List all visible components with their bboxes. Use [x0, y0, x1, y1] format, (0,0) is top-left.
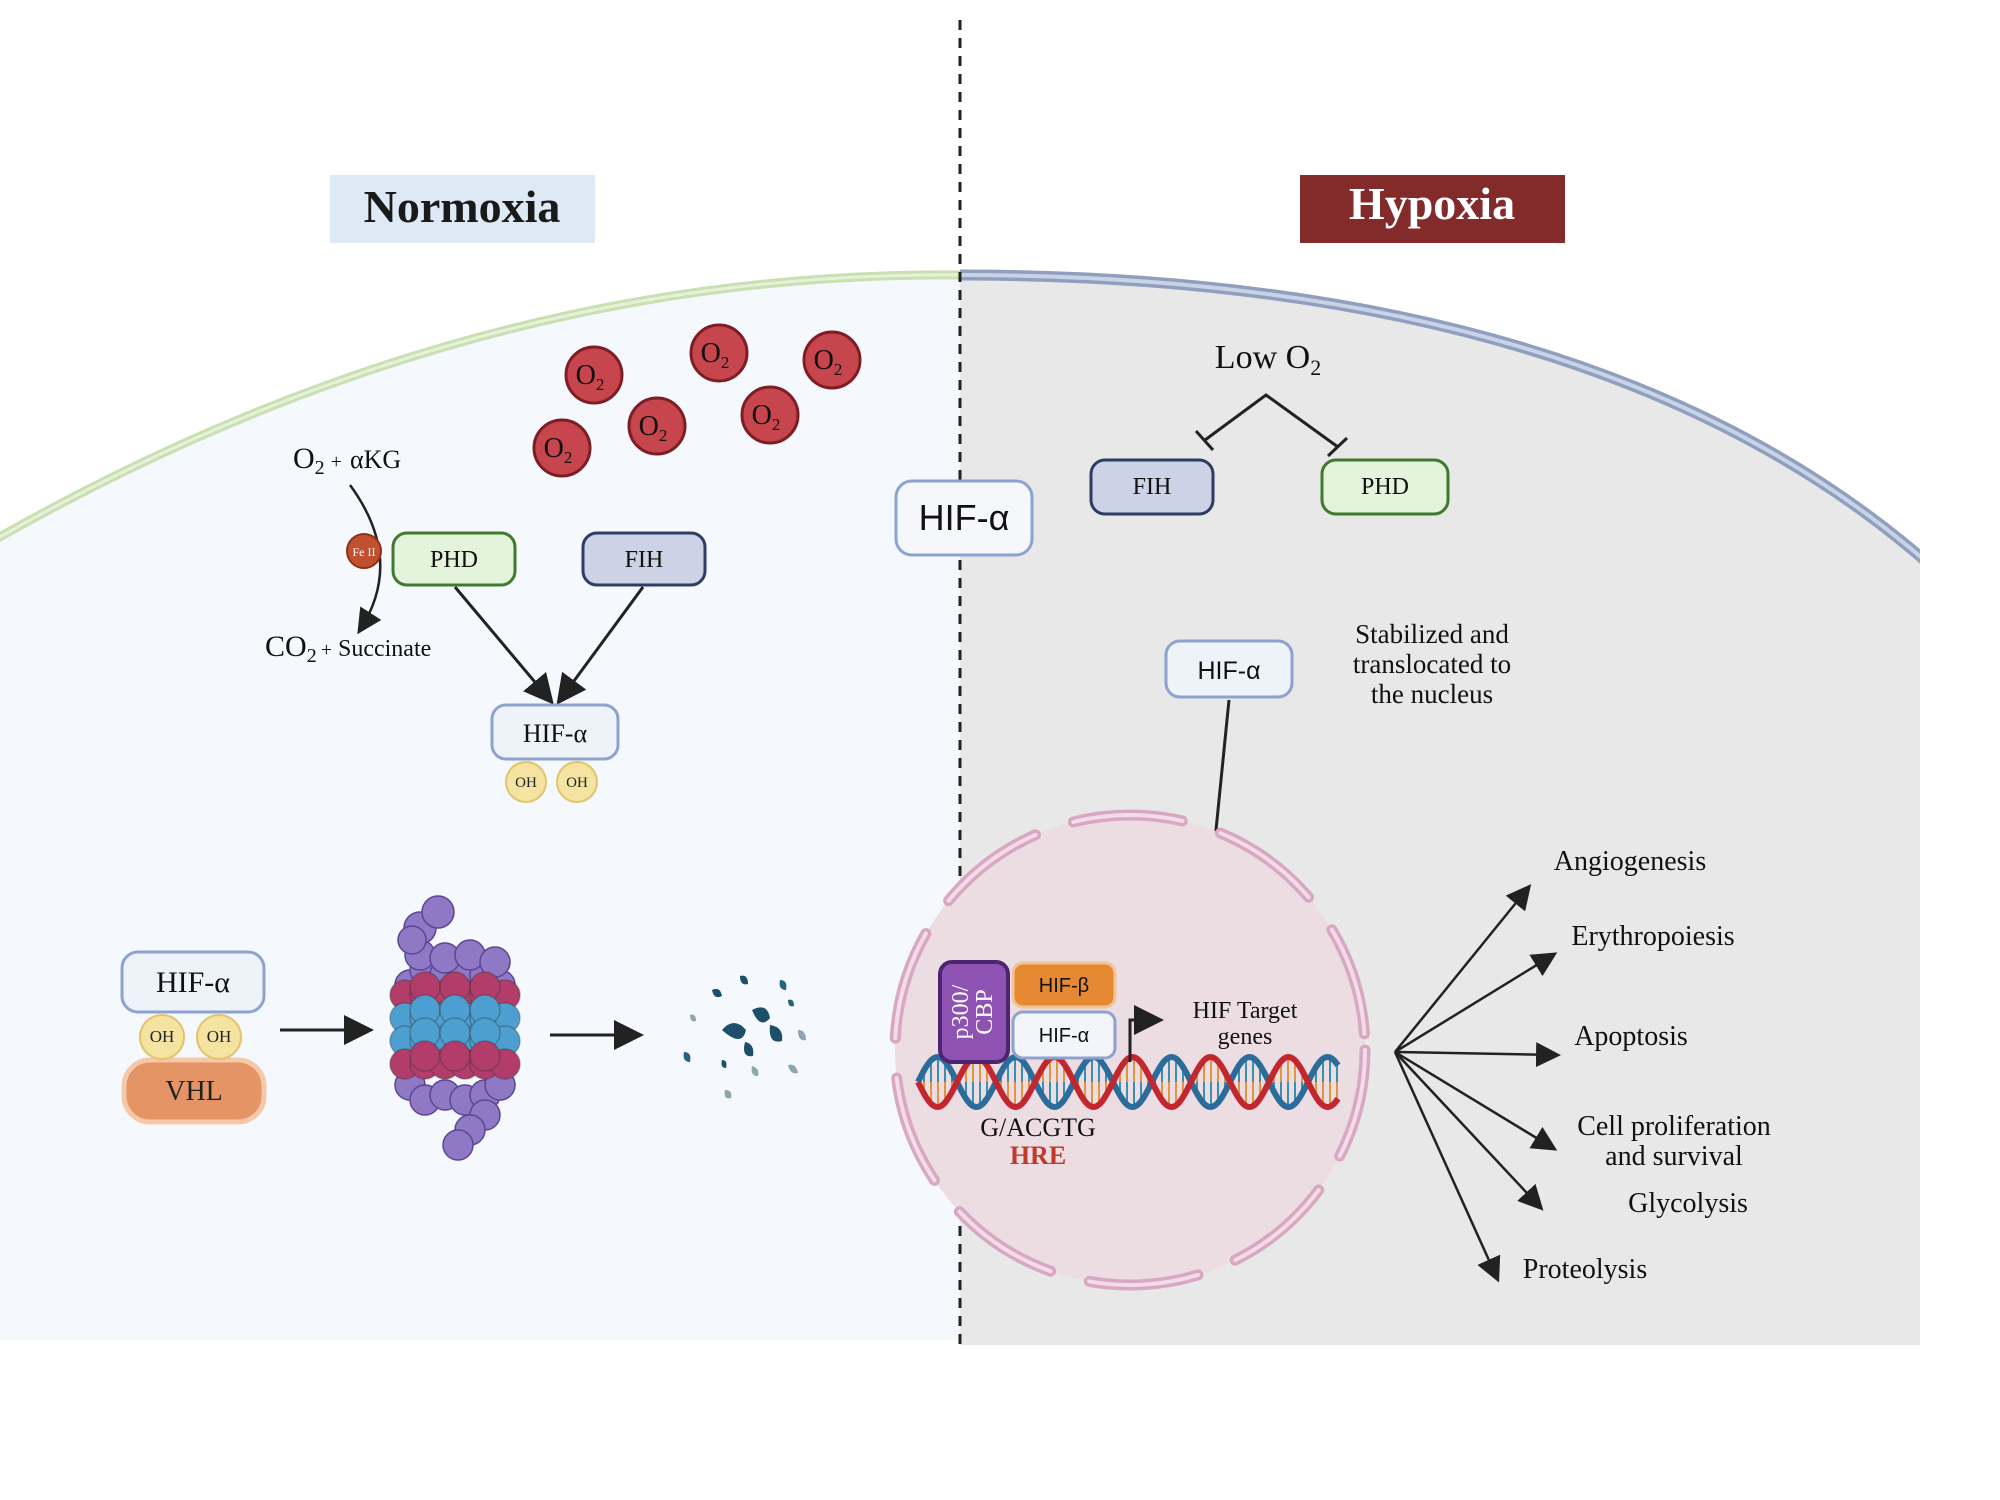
svg-text:Glycolysis: Glycolysis [1628, 1188, 1748, 1219]
svg-text:OH: OH [150, 1027, 175, 1046]
svg-text:genes: genes [1218, 1024, 1273, 1050]
svg-text:Angiogenesis: Angiogenesis [1554, 846, 1706, 877]
phd-box-normoxia: PHD [391, 531, 517, 587]
hif-alpha-center: HIF-α [894, 479, 1034, 557]
svg-text:HIF-α: HIF-α [1039, 1025, 1089, 1047]
svg-text:Cell proliferation: Cell proliferation [1577, 1111, 1771, 1142]
fih-box-hypoxia: FIH [1089, 458, 1215, 516]
o2-molecule-icon: O2 [689, 323, 749, 383]
stabilized-label: Stabilized and translocated to the nucle… [1353, 619, 1511, 709]
svg-text:O2+αKG: O2+αKG [293, 442, 401, 479]
o2-molecule-icon: O2 [802, 330, 862, 390]
hif-alpha-vhl-complex: HIF-α VHL OH OH [120, 950, 267, 1125]
svg-text:O2: O2 [576, 360, 605, 394]
low-o2-inhibition: Low O2 [1194, 339, 1349, 458]
svg-text:translocated to: translocated to [1353, 649, 1511, 679]
svg-text:VHL: VHL [165, 1076, 223, 1107]
proteasome-icon [389, 895, 521, 1161]
svg-text:Erythropoiesis: Erythropoiesis [1571, 921, 1734, 952]
svg-text:and survival: and survival [1605, 1141, 1743, 1172]
phd-box-hypoxia: PHD [1320, 458, 1450, 516]
svg-text:Fe II: Fe II [353, 545, 376, 559]
degraded-fragments-icon [683, 975, 806, 1099]
svg-text:O2: O2 [639, 411, 668, 445]
svg-text:FIH: FIH [1133, 474, 1172, 500]
svg-text:PHD: PHD [430, 547, 478, 573]
svg-text:OH: OH [207, 1027, 232, 1046]
svg-text:O2: O2 [544, 433, 573, 467]
svg-text:Normoxia: Normoxia [364, 181, 561, 232]
svg-text:the nucleus: the nucleus [1371, 679, 1493, 709]
outcome-labels: Angiogenesis Erythropoiesis Apoptosis Ce… [1523, 846, 1771, 1285]
hypoxia-title: Hypoxia [1300, 175, 1565, 243]
svg-text:HIF-β: HIF-β [1039, 975, 1089, 997]
svg-text:HIF Target: HIF Target [1193, 998, 1298, 1024]
normoxia-title: Normoxia [330, 175, 595, 243]
svg-text:HIF-α: HIF-α [156, 966, 230, 999]
svg-text:CO2+Succinate: CO2+Succinate [265, 630, 431, 667]
p300-cbp-box: p300/CBP [938, 960, 1010, 1064]
hif-alpha-complex-box: HIF-α [1011, 1010, 1117, 1060]
hif-beta-box: HIF-β [1011, 961, 1117, 1009]
svg-text:O2: O2 [814, 345, 843, 379]
svg-text:p300/CBP: p300/CBP [948, 984, 998, 1039]
o2-molecule-icon: O2 [740, 385, 800, 445]
hif-alpha-hydroxylated: HIF-α OH OH [490, 703, 620, 803]
svg-text:HIF-α: HIF-α [523, 719, 588, 748]
svg-text:HIF-α: HIF-α [1197, 657, 1260, 685]
phd-reaction: O2+αKG Fe II CO2+Succinate [265, 442, 431, 667]
o2-molecule-icon: O2 [532, 418, 592, 478]
svg-text:Hypoxia: Hypoxia [1349, 178, 1515, 229]
fih-box-normoxia: FIH [581, 531, 707, 587]
outcome-arrows [1393, 884, 1561, 1283]
svg-text:Stabilized and: Stabilized and [1355, 619, 1509, 649]
hif-target-label: HIF Target genes [1193, 998, 1298, 1050]
svg-text:Proteolysis: Proteolysis [1523, 1254, 1647, 1285]
transcription-start-arrow [1128, 1005, 1164, 1062]
dna-helix-icon [915, 1053, 1341, 1111]
svg-text:OH: OH [515, 775, 537, 791]
svg-text:O2: O2 [752, 400, 781, 434]
svg-text:OH: OH [566, 775, 588, 791]
hre-label: HRE [1010, 1141, 1066, 1170]
svg-text:Apoptosis: Apoptosis [1574, 1021, 1688, 1052]
o2-molecule-icon: O2 [627, 396, 687, 456]
normoxia-cell [0, 270, 960, 1340]
hre-sequence: G/ACGTG [980, 1113, 1096, 1142]
svg-text:O2: O2 [701, 338, 730, 372]
hif-alpha-stabilized: HIF-α [1164, 639, 1294, 699]
svg-text:PHD: PHD [1361, 474, 1409, 500]
svg-text:HIF-α: HIF-α [919, 497, 1010, 538]
svg-text:FIH: FIH [625, 547, 664, 573]
svg-text:Low O2: Low O2 [1215, 339, 1321, 380]
fe-ii-cofactor [346, 533, 382, 569]
o2-molecule-icon: O2 [564, 345, 624, 405]
